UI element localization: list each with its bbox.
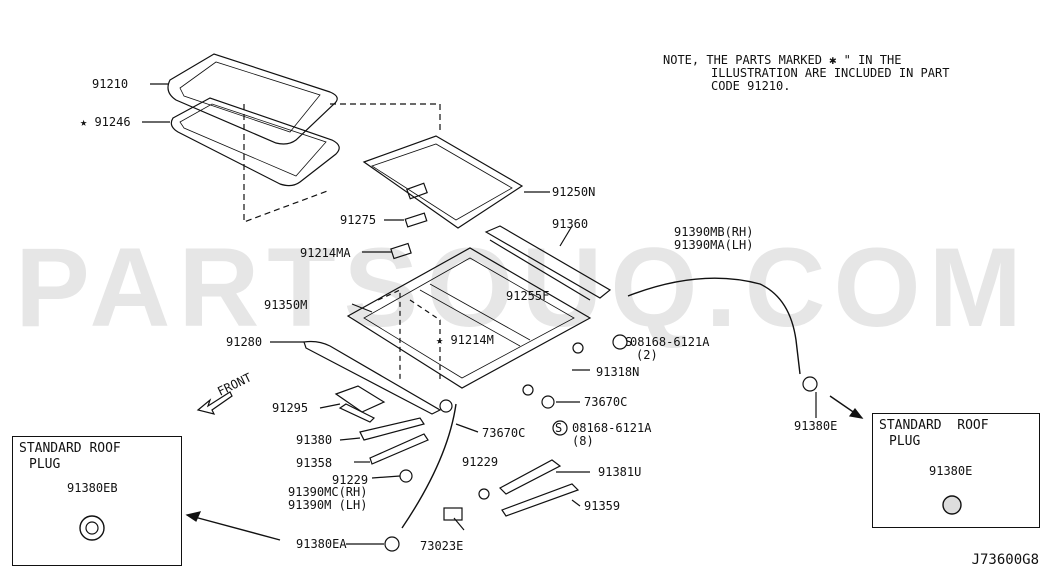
box-title-line-2: PLUG [889,434,921,449]
label-91390MB: 91390MB(RH) [674,225,753,239]
label-91390MA: 91390MA(LH) [674,238,753,252]
plug-91380E-image [942,495,962,515]
note-line-3: CODE 91210. [711,79,791,93]
rail-91359 [501,483,580,517]
label-91250N: 91250N [552,185,595,199]
label-73023E: 73023E [420,539,463,553]
note-line-2: ILLUSTRATION ARE INCLUDED IN PART [711,66,950,80]
s-mark: S [555,421,562,435]
label-qty-2: (2) [636,348,658,362]
label-91275: 91275 [340,213,376,227]
label-91358: 91358 [296,456,332,470]
label-73670C-right: 73670C [584,395,627,409]
label-91380EA: 91380EA [296,537,347,551]
s-mark: S [625,335,632,349]
label-08168-6121A-top: 08168-6121A [630,335,710,349]
label-91246: ★ 91246 [80,115,131,129]
label-91380: 91380 [296,433,332,447]
label-91390MC: 91390MC(RH) [288,485,367,499]
plug-91380EB-image [79,515,105,541]
box-part-code: 91380E [929,464,973,478]
label-91381U: 91381U [598,465,641,479]
label-91214MA: 91214MA [300,246,351,260]
frame-91350M [346,247,592,389]
note-line-1: NOTE, THE PARTS MARKED ✱ " IN THE [663,53,902,67]
front-label: FRONT [215,370,254,398]
rail-91358 [369,433,429,465]
box-part-code: 91380EB [67,481,118,495]
cable-91390M [401,403,457,529]
label-91229-right: 91229 [462,455,498,469]
label-91280: 91280 [226,335,262,349]
box-title-line-1: STANDARD ROOF [19,441,121,456]
sunshade-91250N [362,135,524,229]
label-91318N: 91318N [596,365,639,379]
label-91229-left: 91229 [332,473,368,487]
label-91380E: 91380E [794,419,837,433]
weatherstrip-91246 [170,97,340,187]
label-91390M: 91390M (LH) [288,498,367,512]
label-91210: 91210 [92,77,128,91]
label-08168-6121A-bottom: 08168-6121A [572,421,652,435]
motor-91295 [334,385,386,413]
diagram-code: J73600G8 [971,552,1039,568]
glass-panel-91210 [167,53,338,145]
finisher-91280 [303,340,442,415]
deflector-91360 [484,225,612,299]
label-qty-8: (8) [572,434,594,448]
box-title-line-2: PLUG [29,457,61,472]
label-91295: 91295 [272,401,308,415]
label-91255F: 91255F [506,289,549,303]
label-73670C: 73670C [482,426,525,440]
box-title-line-1: STANDARD ROOF [879,418,989,433]
standard-roof-plug-box-right: STANDARD ROOF PLUG 91380E [872,413,1040,528]
label-91350M: 91350M [264,298,307,312]
note: NOTE, THE PARTS MARKED ✱ " IN THE ILLUST… [663,54,949,93]
glass-inner-edge [179,61,321,133]
label-91359: 91359 [584,499,620,513]
label-91360: 91360 [552,217,588,231]
drain-hose-91390MA [627,277,801,375]
rail-91381U [499,459,562,495]
rail-91380 [359,417,425,441]
standard-roof-plug-box-left: STANDARD ROOF PLUG 91380EB [12,436,182,566]
label-91214M: ★ 91214M [436,333,494,347]
